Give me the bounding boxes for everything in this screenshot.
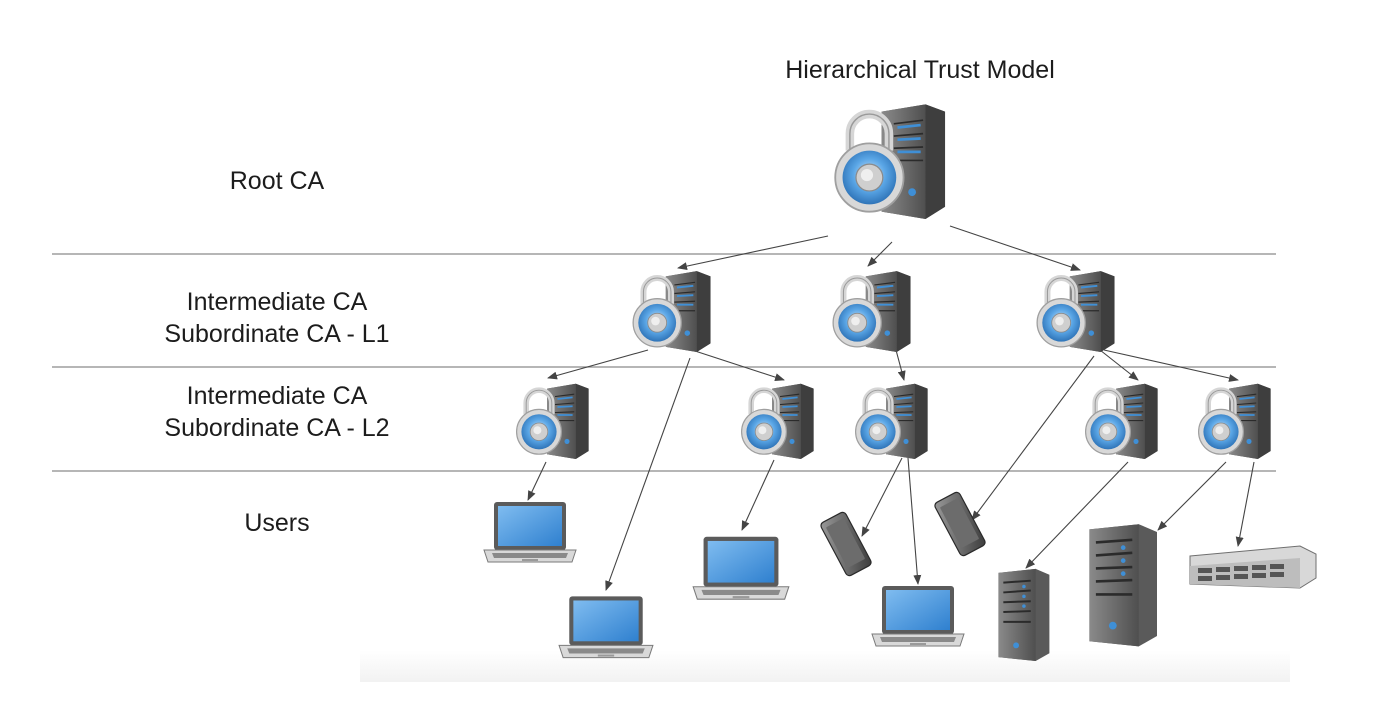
tier-label-l1-line1: Intermediate CA xyxy=(186,288,368,316)
l2-ca-server-icon xyxy=(1199,384,1271,459)
laptop-icon xyxy=(558,595,654,659)
arrow-l1b-to-l2c xyxy=(895,349,906,381)
trust-arrows xyxy=(527,225,1255,591)
tier-label-l2-line2: Subordinate CA - L2 xyxy=(164,414,390,442)
tier-label-l2-line1: Intermediate CA xyxy=(186,382,368,410)
tier-dividers xyxy=(52,253,1276,472)
l2-ca-server-icon xyxy=(1086,384,1158,459)
arrow-l2b-to-laptop xyxy=(741,459,775,531)
arrow-l1a-to-laptop xyxy=(605,357,691,591)
laptop-icon xyxy=(692,536,790,600)
arrow-l1c-to-phone xyxy=(971,355,1095,521)
tier-label-root-ca: Root CA xyxy=(229,167,325,195)
arrow-l2e-to-tower xyxy=(1157,461,1227,531)
tier-label-l1: Intermediate CA Subordinate CA - L1 xyxy=(127,286,427,350)
tier-label-l2: Intermediate CA Subordinate CA - L2 xyxy=(127,380,427,444)
smartphone-icon xyxy=(932,490,988,558)
l1-ca-server-icon xyxy=(1037,271,1114,352)
arrow-l1c-to-l2e xyxy=(1103,349,1239,382)
laptop-icon xyxy=(871,585,965,647)
arrow-l1a-to-l2a xyxy=(547,349,649,380)
arrow-root-to-l1c xyxy=(949,225,1081,271)
l1-ca-server-icon xyxy=(633,271,710,352)
rack-server-icon xyxy=(1189,545,1317,589)
laptop-icon xyxy=(483,501,577,563)
l1-ca-server-icon xyxy=(833,271,910,352)
l2-ca-server-icon xyxy=(742,384,814,459)
l2-ca-server-icon xyxy=(517,384,589,459)
arrow-root-to-l1b xyxy=(867,241,893,267)
arrow-root-to-l1a xyxy=(677,235,829,271)
diagram-title: Hierarchical Trust Model xyxy=(785,56,1055,84)
smartphone-icon xyxy=(818,510,874,578)
l2-ca-server-icon xyxy=(856,384,928,459)
arrow-l1c-to-l2d xyxy=(1099,349,1139,381)
arrow-l2c-to-laptop xyxy=(907,457,922,585)
arrow-l2d-to-tower xyxy=(1025,461,1129,569)
arrow-l1a-to-l2b xyxy=(691,349,785,382)
arrow-l2c-to-phone xyxy=(861,457,903,537)
floor-shadow xyxy=(360,650,1290,682)
arrow-l2a-to-laptop xyxy=(527,461,547,501)
tower-server-icon xyxy=(997,567,1051,663)
tier-label-users: Users xyxy=(244,509,310,537)
tower-server-icon xyxy=(1088,522,1159,648)
root-ca-server-icon xyxy=(835,104,945,219)
tier-label-l1-line2: Subordinate CA - L1 xyxy=(164,320,390,348)
arrow-l2e-to-rack xyxy=(1235,461,1255,547)
